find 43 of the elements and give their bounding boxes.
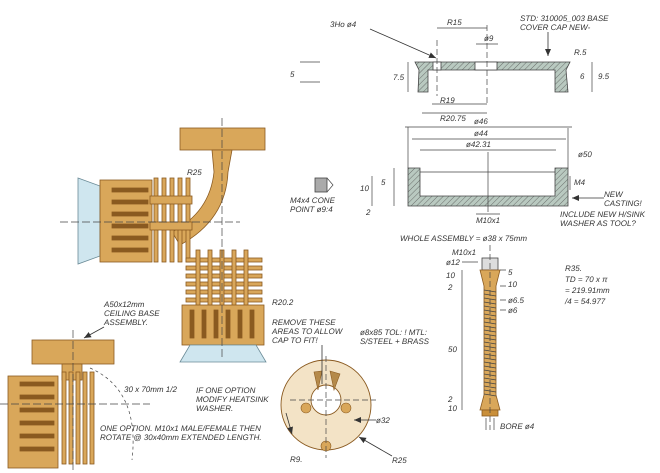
dimension-text: R.5	[574, 48, 586, 57]
dimension-text: M4x4 CONE POINT ø9:4	[290, 196, 336, 214]
dimension-text: ø9	[484, 34, 494, 43]
dimension-text: 50	[448, 345, 457, 354]
dimension-text: R25	[187, 168, 202, 177]
dimension-text: ø6	[508, 306, 518, 315]
dimension-text: 30 x 70mm 1/2	[124, 385, 177, 394]
dimension-text: 10	[448, 404, 457, 413]
note-text: INCLUDE NEW H/SINK WASHER AS TOOL?	[560, 210, 646, 228]
dimension-text: R20.2	[272, 298, 294, 307]
dimension-text: 2	[366, 208, 370, 217]
dimension-text: /4 = 54.977	[565, 297, 606, 306]
dimension-text: 2	[448, 283, 452, 292]
dimension-text: 9.5	[598, 72, 610, 81]
dimension-text: TD = 70 x π	[565, 275, 608, 284]
note-text: WHOLE ASSEMBLY = ø38 x 75mm	[400, 234, 528, 243]
dimension-text: ø46	[474, 117, 488, 126]
dimension-text: R15	[447, 18, 462, 27]
dimension-text: M10x1	[476, 216, 500, 225]
dimension-text: 6	[580, 72, 584, 81]
dimension-text: 10	[508, 280, 517, 289]
dimension-text: R9.	[290, 455, 302, 464]
dimension-text: ø6.5	[508, 296, 524, 305]
dimension-text: = 219.91mm	[565, 286, 610, 295]
dimension-text: ø42.31	[466, 140, 491, 149]
note-text: BORE ø4	[500, 422, 534, 431]
dimension-text: M4	[574, 178, 586, 187]
dimension-text: ø50	[578, 150, 592, 159]
dimension-text: ø8x85 TOL: ! MTL: S/STEEL + BRASS	[360, 328, 430, 346]
dimension-text: 5	[508, 268, 512, 277]
dimension-text: M10x1	[452, 248, 476, 257]
dimension-text: R35.	[565, 264, 582, 273]
dimension-text: 5	[381, 178, 386, 187]
dimension-text: 2	[448, 395, 452, 404]
dimension-text: 5	[290, 70, 294, 79]
dimension-text: 7.5	[393, 73, 404, 82]
dimension-text: 10	[446, 271, 455, 280]
note-text: ONE OPTION. M10x1 MALE/FEMALE THEN ROTATE @ 30x40mm EXTENDED LENGTH.	[100, 424, 263, 442]
dimension-text: ø12	[446, 258, 460, 267]
dimension-text: R19	[440, 96, 455, 105]
dimension-text: ø44	[474, 129, 488, 138]
dimension-text: R20.75	[440, 114, 466, 123]
dimension-text: 10	[360, 184, 369, 193]
